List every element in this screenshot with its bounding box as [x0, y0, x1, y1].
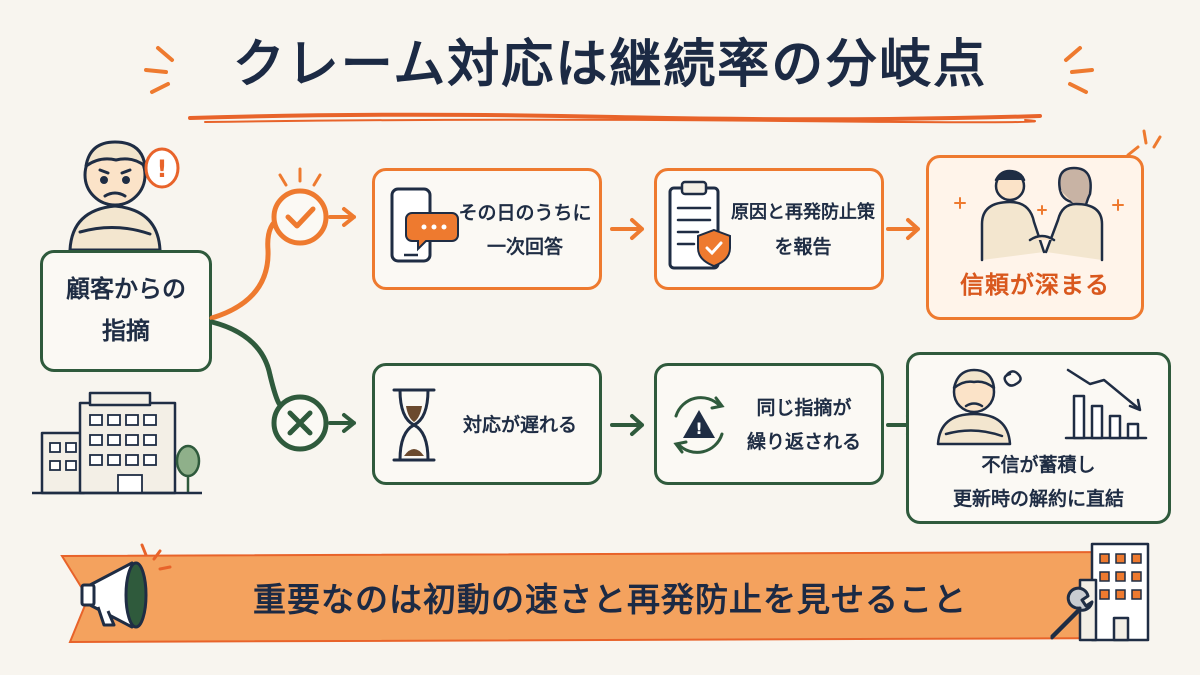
building-wrench-icon — [1050, 542, 1150, 642]
distrust-person-icon — [936, 368, 1022, 446]
same-day-response-line2: 一次回答 — [486, 236, 563, 258]
arrow-right-icon — [886, 218, 920, 240]
title-underline — [188, 112, 1042, 124]
hourglass-icon — [392, 388, 436, 462]
customer-feedback-line2: 指摘 — [102, 317, 150, 345]
arrow-right-icon — [610, 218, 644, 240]
delayed-response-box — [372, 363, 602, 485]
customer-feedback-box — [40, 250, 212, 372]
clipboard-shield-icon — [668, 180, 731, 270]
key-message: 重要なのは初動の速さと再発防止を見せること — [253, 580, 967, 619]
repeated-issue-line2: 繰り返される — [746, 431, 861, 453]
handshake-icon — [954, 166, 1124, 262]
arrow-right-icon — [610, 414, 644, 436]
root-cause-report-line1: 原因と再発防止策 — [731, 202, 875, 223]
cancellation-result-line1: 不信が蓄積し — [981, 454, 1096, 476]
megaphone-icon — [80, 543, 172, 629]
declining-chart-icon — [1064, 368, 1148, 440]
office-building-icon — [32, 391, 202, 495]
delayed-response-text: 対応が遅れる — [462, 414, 577, 436]
customer-feedback-line1: 顧客からの — [66, 275, 186, 303]
check-circle-icon — [271, 167, 356, 246]
cancellation-result-line2: 更新時の解約に直結 — [952, 488, 1124, 510]
x-circle-icon — [271, 394, 356, 452]
smartphone-chat-icon — [390, 187, 459, 263]
root-cause-report-line2: を報告 — [774, 236, 832, 258]
title-sparks-left — [144, 46, 174, 94]
result-sparks — [1126, 129, 1162, 157]
same-day-response-line1: その日のうちに — [458, 202, 592, 224]
svg-text:!: ! — [157, 155, 168, 183]
page-title: クレーム対応は継続率の分岐点 — [232, 35, 988, 95]
warning-cycle-icon: ! — [673, 396, 725, 454]
title-sparks-right — [1064, 46, 1094, 94]
repeated-issue-line1: 同じ指摘が — [756, 397, 852, 419]
worried-customer-icon: ! — [68, 140, 180, 252]
svg-text:!: ! — [695, 419, 702, 438]
trust-result-text: 信頼が深まる — [960, 271, 1110, 299]
